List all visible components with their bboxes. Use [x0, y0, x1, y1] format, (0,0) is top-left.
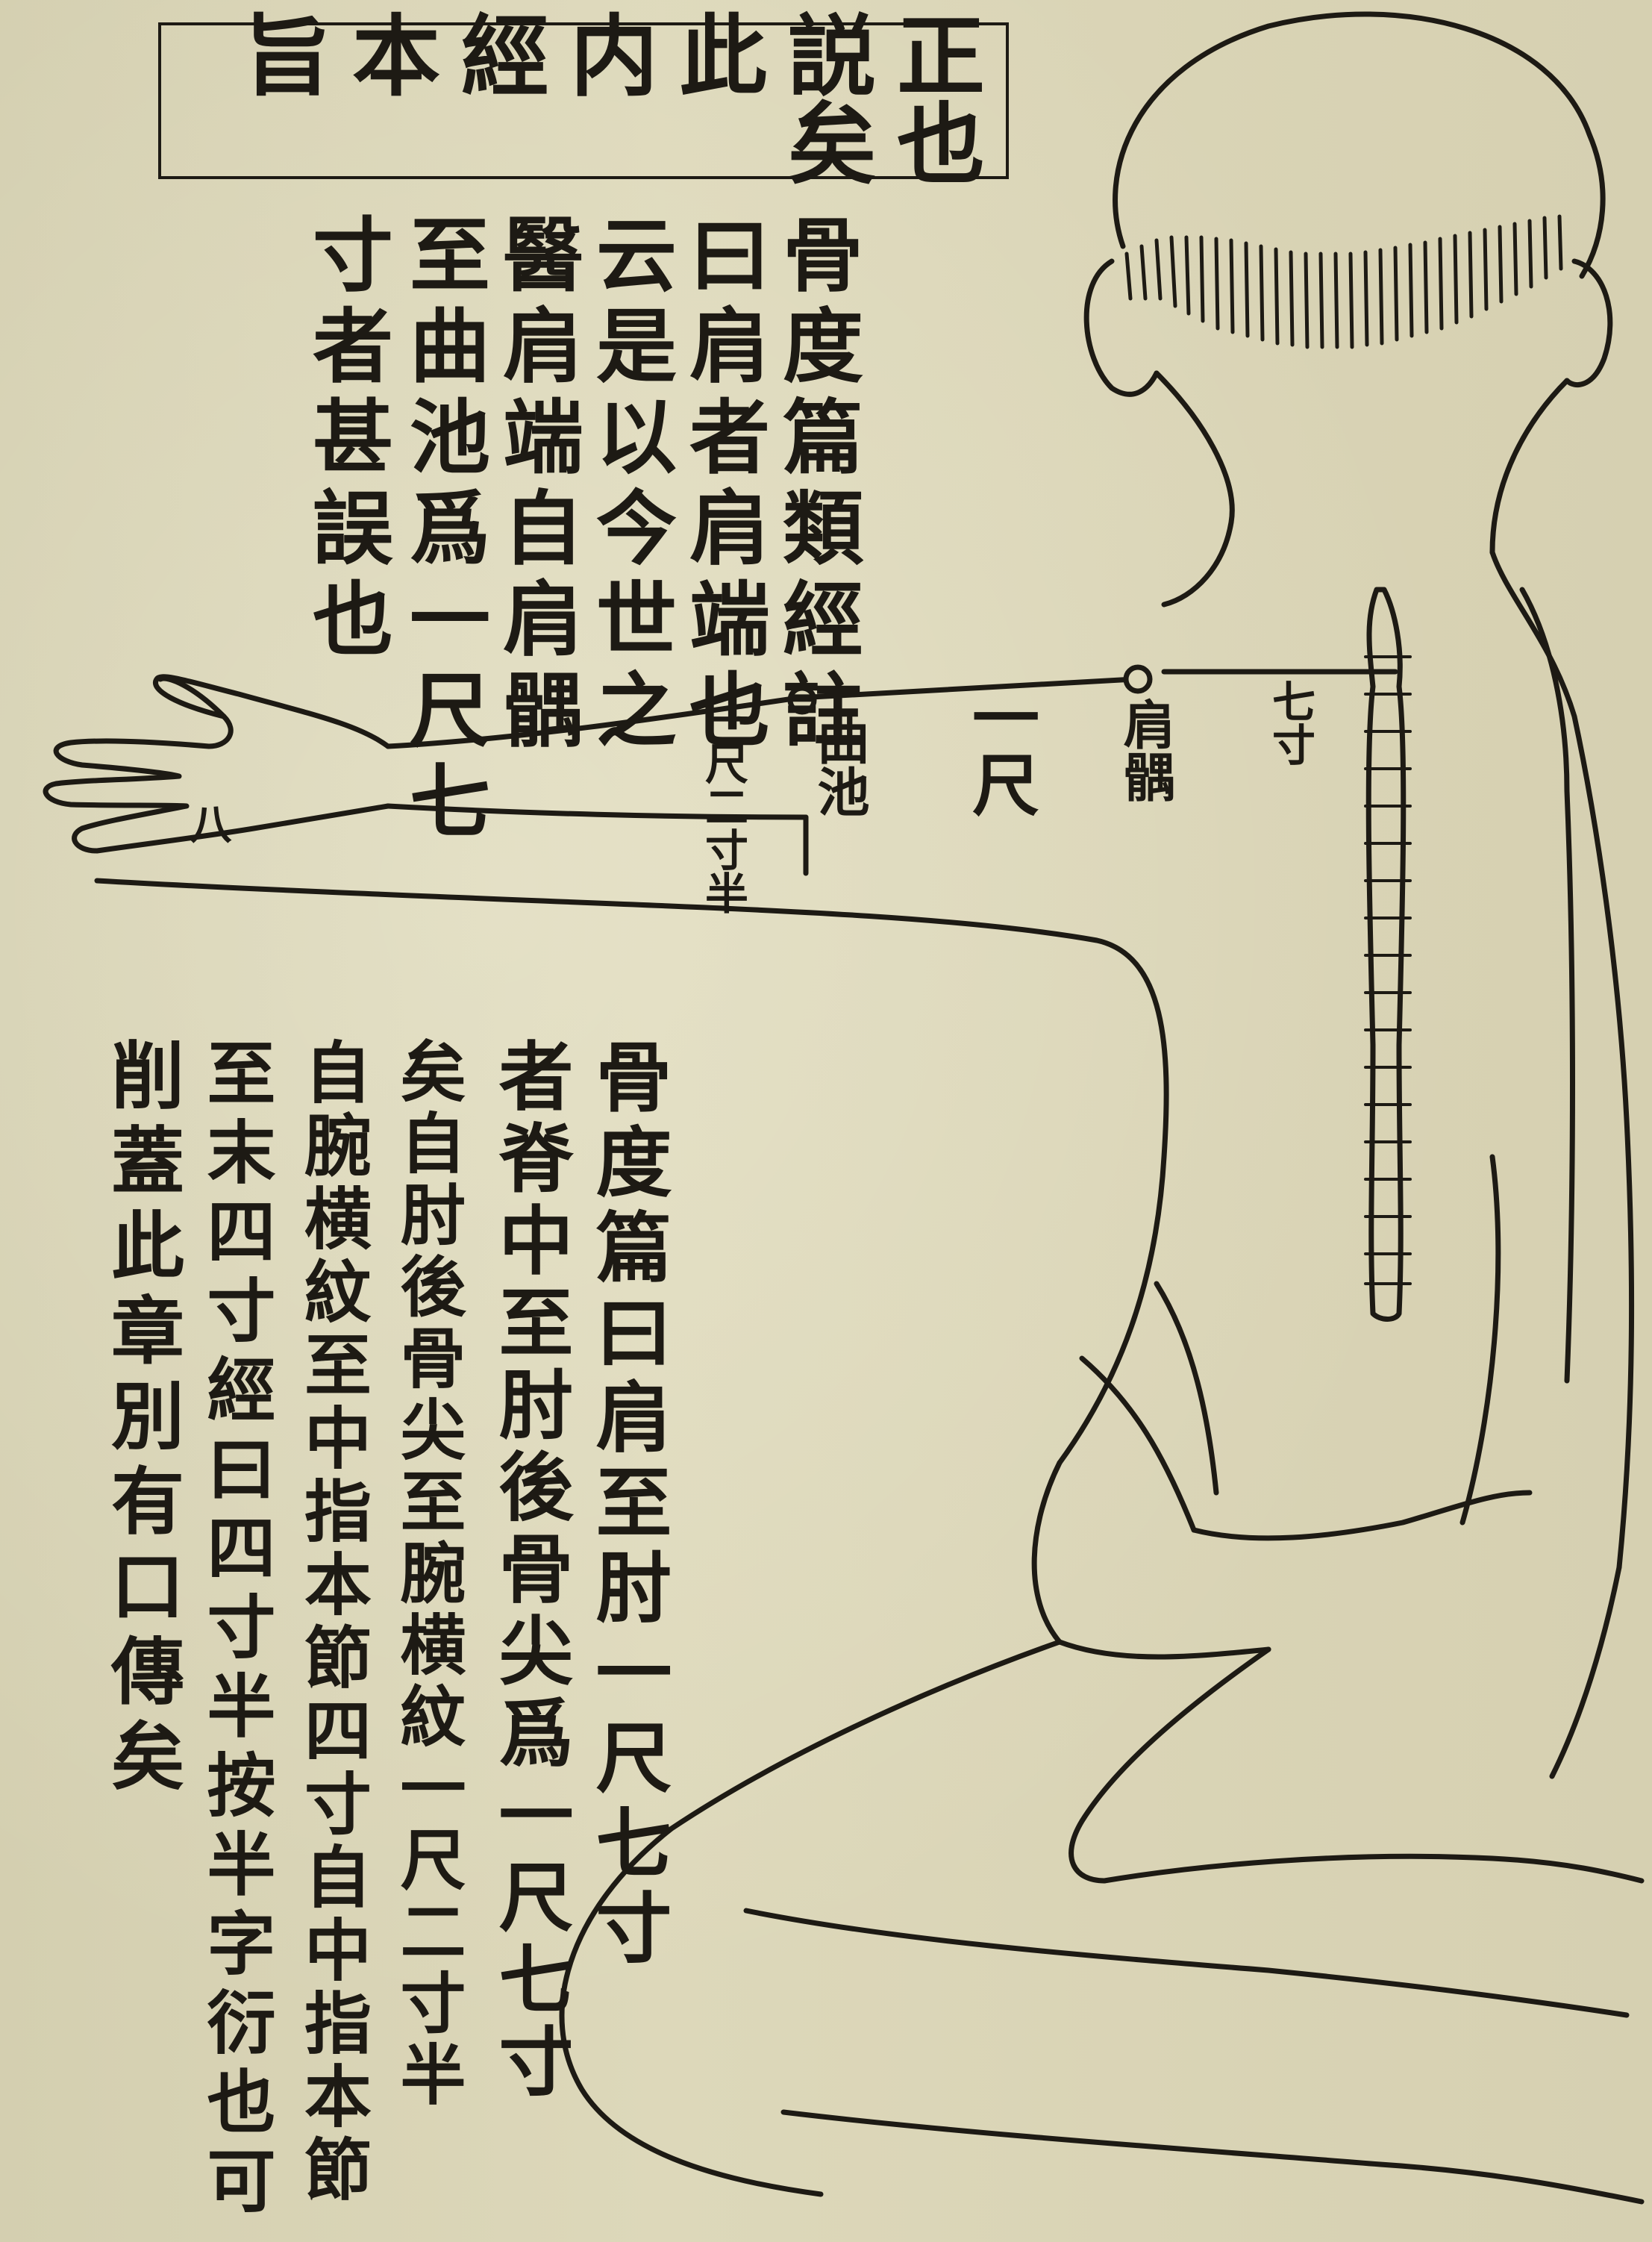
- upper-col-3: 云是以今世之: [589, 213, 670, 759]
- lower-col-3: 矣自肘後骨尖至腕横紋一尺二寸半: [395, 1037, 461, 2112]
- robe-drape-2: [1462, 1157, 1498, 1523]
- upper-col-4: 醫肩端自肩髃: [496, 213, 577, 759]
- lap-fold-3: [746, 1911, 1627, 2015]
- label-elbow-to-wrist: 一尺二寸半: [701, 698, 745, 914]
- robe-drape-1: [1522, 590, 1573, 1381]
- label-shoulder-to-elbow: 一尺: [966, 683, 1033, 817]
- label-quchi: 曲池: [813, 713, 866, 817]
- lower-col-6: 削蓋此章別有口傳矣: [104, 1037, 178, 1803]
- neck-right: [1492, 381, 1567, 552]
- upper-col-6: 寸者甚誤也: [306, 213, 387, 668]
- neck-left: [1157, 373, 1232, 605]
- hair-stubble: [1127, 216, 1561, 347]
- robe-drape-3: [1552, 1567, 1619, 1776]
- lower-col-4: 自腕横紋至中指本節四寸自中指本節: [298, 1037, 366, 2208]
- right-ear: [1567, 261, 1610, 385]
- label-hand: 八: [187, 802, 228, 844]
- robe-fold-4: [1194, 1493, 1530, 1538]
- label-shoulder-tip: 七寸: [1268, 679, 1312, 766]
- page-title: 正説此内經本旨也矣: [161, 13, 1006, 189]
- jianyu-point: [1126, 667, 1150, 691]
- upper-col-5: 至曲池爲一尺七: [403, 213, 484, 850]
- title-box: 正説此内經本旨也矣: [158, 22, 1009, 179]
- lower-col-5: 至末四寸經曰四寸半按半字衍也可: [201, 1037, 270, 2224]
- left-ear: [1086, 261, 1157, 394]
- lower-col-1: 骨度篇曰肩至肘一尺七寸: [589, 1037, 666, 1973]
- label-jianyu: 肩髃: [1119, 698, 1171, 802]
- lap-fold-1: [1071, 1649, 1268, 1881]
- knee-outline: [783, 2112, 1642, 2202]
- robe-fold-3: [1034, 1463, 1268, 1657]
- upper-col-1: 骨度篇類經註: [776, 213, 857, 759]
- lap-fold-2: [1104, 1856, 1642, 1881]
- lower-col-2: 者脊中至肘後骨尖爲一尺七寸: [492, 1037, 567, 2105]
- upper-col-2: 曰肩者肩端也: [683, 213, 763, 759]
- robe-fold-1: [1082, 1358, 1194, 1530]
